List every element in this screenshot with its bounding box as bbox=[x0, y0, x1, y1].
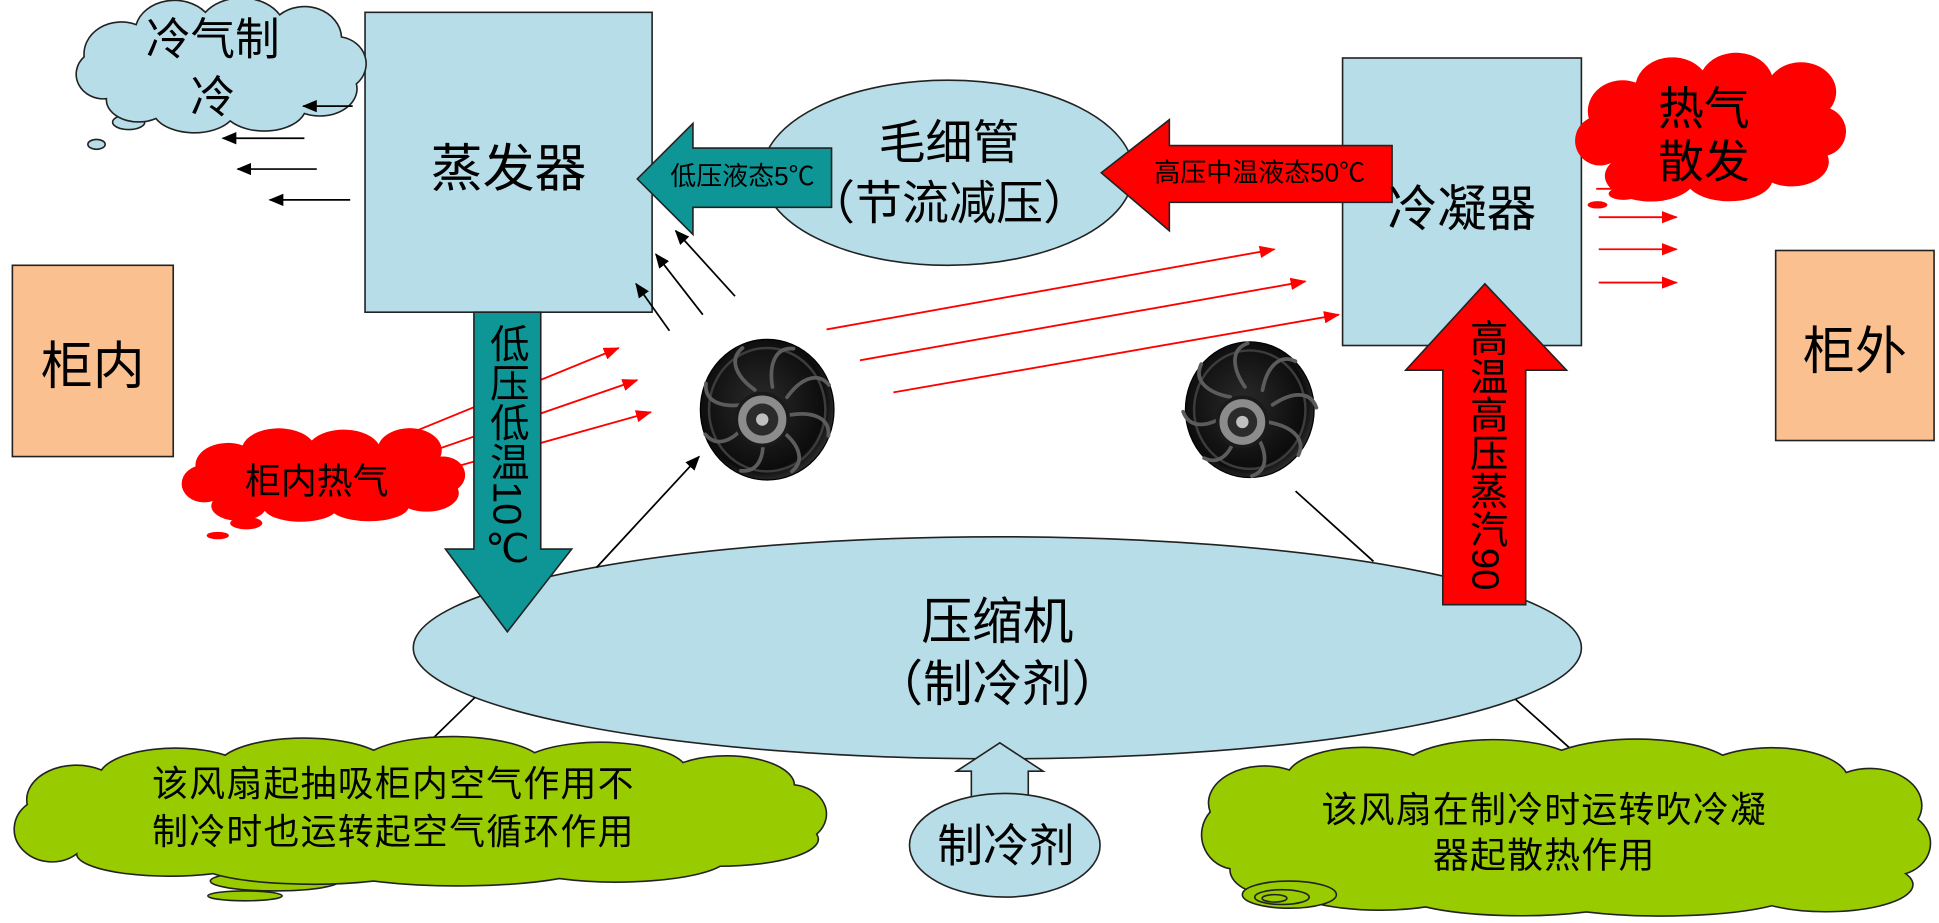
hot-air-to-condenser-arrow bbox=[826, 245, 1276, 331]
heat-dissipation-label-line1: 热气 bbox=[1658, 83, 1750, 135]
fan-rim bbox=[707, 346, 827, 473]
refrigerant-input-label: 制冷剂 bbox=[937, 820, 1075, 872]
right-fan-note-line2: 器起散热作用 bbox=[1432, 836, 1656, 877]
cold-air-label-line2: 冷 bbox=[190, 71, 236, 123]
high-pressure-liquid-arrow bbox=[1100, 118, 1393, 233]
cabinet-inside-box bbox=[11, 264, 175, 458]
cabinet-hot-air-label: 柜内热气 bbox=[244, 462, 389, 503]
left-fan-note-line2: 制冷时也运转起空气循环作用 bbox=[152, 813, 635, 853]
capillary-label-line2: （节流减压） bbox=[808, 178, 1091, 231]
airflow-arrow bbox=[674, 229, 736, 297]
hot-air-to-condenser-arrow bbox=[893, 311, 1341, 394]
compressor-label-line1: 压缩机 bbox=[921, 593, 1074, 651]
low-pressure-liquid-arrow bbox=[636, 121, 833, 237]
right-fan-pointer bbox=[1294, 490, 1375, 563]
low-pressure-gas-arrow bbox=[443, 311, 574, 634]
airflow-arrow bbox=[655, 253, 704, 316]
heat-dissipation-label-line2: 散发 bbox=[1658, 136, 1750, 188]
cabinet-outside-label: 柜外 bbox=[1802, 322, 1907, 381]
evaporator-box bbox=[364, 11, 653, 313]
right-fan-note-cloud bbox=[1200, 738, 1932, 917]
heat-dissipation-cloud bbox=[1575, 52, 1847, 202]
right-note-connector bbox=[1515, 699, 1579, 756]
airflow-arrow bbox=[635, 282, 671, 332]
fan-hub bbox=[1215, 395, 1269, 449]
low-pressure-gas-label: 低压低温10℃ bbox=[485, 323, 530, 573]
low-pressure-liquid-label: 低压液态5℃ bbox=[670, 162, 815, 192]
condenser-label: 冷凝器 bbox=[1387, 182, 1537, 237]
right-fan-icon bbox=[1178, 338, 1321, 481]
capillary-label-line1: 毛细管 bbox=[878, 118, 1020, 171]
compressor-label-line2: （制冷剂） bbox=[873, 657, 1122, 712]
hot-air-cloud-tail bbox=[206, 531, 229, 540]
left-fan-note-cloud bbox=[13, 735, 828, 887]
right-fan-note-line1: 该风扇在制冷时运转吹冷凝 bbox=[1321, 790, 1768, 831]
evaporator-label: 蒸发器 bbox=[430, 139, 587, 198]
left-fan-pointer bbox=[595, 455, 700, 569]
high-pressure-vapor-arrow bbox=[1403, 282, 1569, 606]
cold-air-cloud-tail bbox=[87, 138, 106, 151]
cold-air-cloud bbox=[75, 0, 367, 134]
cabinet-inside-label: 柜内 bbox=[40, 336, 145, 395]
left-note-cloud-tail bbox=[207, 890, 283, 902]
cabinet-outside-box bbox=[1774, 249, 1935, 442]
cabinet-hot-air-cloud bbox=[181, 428, 466, 522]
heat-cloud-tail bbox=[1587, 201, 1608, 209]
fan-hub bbox=[734, 391, 791, 448]
cold-air-label-line1: 冷气制 bbox=[145, 13, 280, 65]
high-pressure-vapor-label: 高温高压蒸汽90 bbox=[1463, 318, 1508, 591]
left-fan-note-line1: 该风扇起抽吸柜内空气作用不 bbox=[152, 765, 635, 805]
fan-rim bbox=[1192, 349, 1307, 471]
left-fan-icon bbox=[698, 338, 836, 481]
high-pressure-liquid-label: 高压中温液态50℃ bbox=[1154, 159, 1366, 188]
right-note-cloud-tail bbox=[1261, 893, 1288, 903]
refrigerant-input-ellipse bbox=[908, 792, 1101, 898]
hot-air-to-condenser-arrow bbox=[859, 277, 1307, 362]
